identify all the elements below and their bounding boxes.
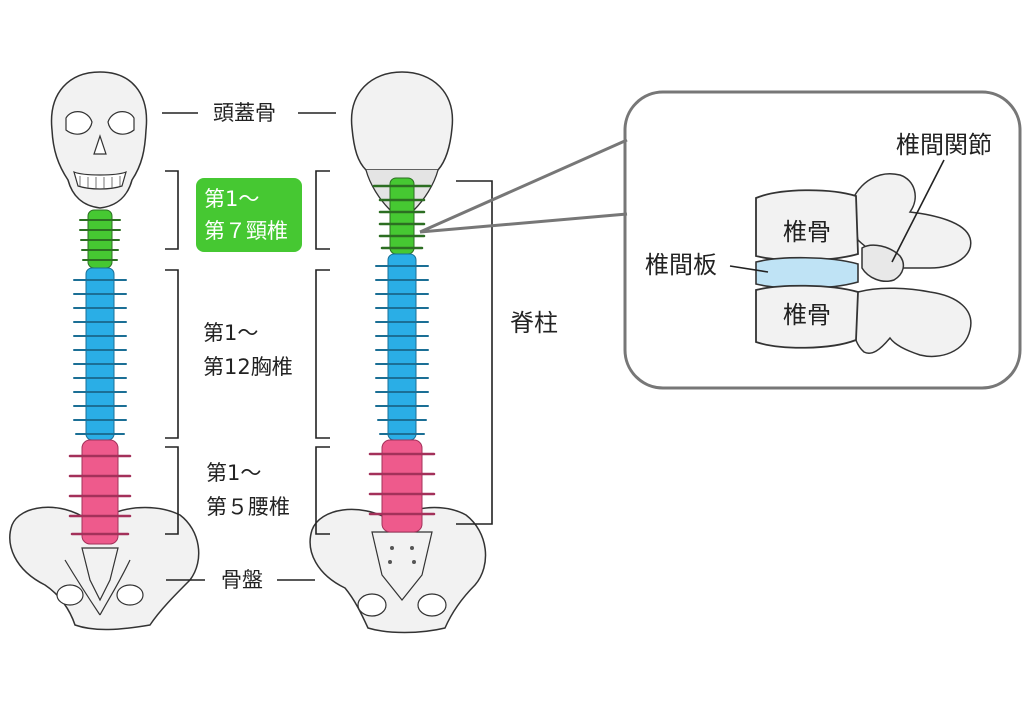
front-view-figure [9,71,200,631]
facet-joint [861,244,905,282]
label-disc: 椎間板 [645,251,717,279]
label-facet-joint: 椎間関節 [896,131,992,159]
vertebra-body-lower [755,284,859,349]
label-lumbar-line1: 第1〜 [206,461,262,485]
back-view-figure [309,71,487,634]
label-thoracic-line1: 第1〜 [203,321,259,345]
label-lumbar-line2: 第５腰椎 [206,495,290,519]
label-thoracic-line2: 第12胸椎 [203,355,293,379]
back-pelvis [309,506,487,634]
cervical-bracket-right [315,170,330,250]
label-spine: 脊柱 [510,309,558,337]
front-cervical-vertebrae [79,209,121,269]
front-thoracic-vertebrae [73,267,127,441]
callout [419,90,1022,390]
spine-bracket [456,180,493,525]
front-skull [50,71,148,209]
label-pelvis: 骨盤 [221,568,263,592]
label-skull: 頭蓋骨 [213,101,276,125]
thoracic-bracket-left [165,269,179,439]
label-cervical-line1: 第1〜 [204,187,260,211]
back-cervical-vertebrae [372,177,432,255]
lumbar-bracket-right [315,446,330,535]
label-vertebra-lower: 椎骨 [783,301,831,329]
label-cervical-line2: 第７頸椎 [204,219,288,243]
label-vertebra-upper: 椎骨 [783,218,831,246]
disc-leader [729,265,769,273]
lumbar-bracket-left [165,446,179,535]
intervertebral-disc [755,256,859,290]
facet-leader [891,159,945,263]
leader-lines [162,112,493,581]
cervical-bracket-left [165,170,179,250]
callout-pointer [419,138,628,234]
back-thoracic-vertebrae [375,253,429,441]
front-lumbar-vertebrae [68,439,132,545]
lower-process [851,287,972,358]
front-pelvis [9,506,200,631]
label-cervical-box: 第1〜 第７頸椎 [196,178,302,252]
thoracic-bracket-right [315,269,330,439]
back-lumbar-vertebrae [368,439,436,533]
